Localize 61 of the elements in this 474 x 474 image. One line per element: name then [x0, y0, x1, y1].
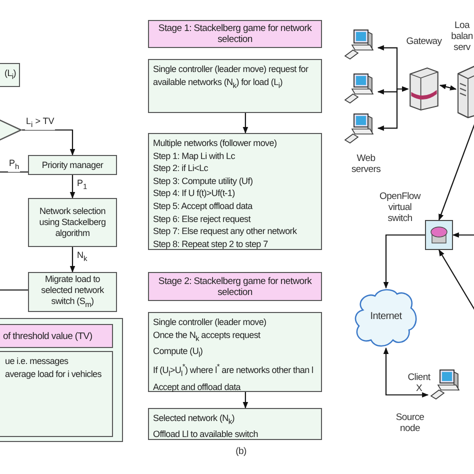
box-text: Selected network (N$_{k}$): [153, 412, 236, 428]
arrow: [70, 247, 76, 273]
box-text: average load for i vehicles: [5, 368, 102, 380]
arrow: [439, 84, 457, 90]
box-text: Step 4: If U f(t)>Uf(t-1): [153, 187, 236, 200]
panel-box: [0, 318, 123, 442]
box-text: If (U$_{l}$>U$_{l}$$^{*}$) where l$^{*}$ are networks other than l: [153, 361, 314, 380]
box-text: Migrate load to selected network switch (S$_{m}$): [40, 274, 105, 310]
box-text: Once the N$_{k}$ accepts request: [153, 328, 262, 344]
box-text: Compute (U$_{l}$): [153, 344, 204, 361]
box-text: Step 1: Map Li with Lc: [153, 150, 236, 162]
box-text: ue i.e. messages: [5, 355, 70, 368]
process-box: [148, 312, 322, 392]
process-box: [28, 155, 117, 175]
box-text: Stage 2: Stackelberg game for network selection: [157, 276, 313, 298]
node-label: Client X: [406, 372, 432, 394]
box-text: Multiple networks (follower move): [153, 137, 278, 150]
text-label: Web servers: [350, 153, 382, 175]
box-text: Stage 1: Stackelberg game for network selection: [157, 23, 313, 45]
node-label: Internet: [369, 312, 403, 322]
box-text: Step 8: Repeat step 2 to step 7: [153, 238, 269, 250]
arrow: [452, 232, 474, 238]
process-box: [28, 272, 117, 312]
edge-label: P$_{1}$: [76, 178, 88, 192]
box-text: Single controller (leader move): [153, 316, 268, 329]
box-text: Network selection using Stackelberg algorithm: [38, 206, 107, 239]
text-label: (b): [234, 446, 248, 457]
process-box: [148, 59, 322, 113]
arrow: [242, 392, 248, 409]
header-box: [0, 324, 113, 348]
edge-label: P$_{h}$: [8, 158, 20, 172]
box-text: Accept and offload data: [153, 380, 242, 394]
header-box: [148, 272, 322, 301]
header-box: [148, 20, 322, 48]
arrow: [383, 234, 425, 289]
box-text: (L$_{i}$): [4, 68, 16, 82]
arrow: [377, 86, 409, 131]
arrow: [22, 129, 76, 156]
node-caption: Source node: [394, 412, 426, 434]
box-text: Step 2: if Li<Lc: [153, 162, 209, 175]
node-label: OpenFlow virtual switch: [378, 191, 422, 224]
arrow: [438, 249, 474, 312]
edge-label: N$_{k}$: [76, 250, 88, 264]
process-box: [148, 408, 322, 440]
box-text: Priority manager: [42, 160, 104, 170]
edge-label: L$_{i}$ > TV: [25, 116, 56, 130]
arrow: [70, 175, 76, 199]
box-text: Step 3: Compute utility (Uf): [153, 174, 254, 188]
node-label: Gateway: [405, 36, 443, 47]
box-text: Step 7: Else request any other network: [153, 225, 298, 238]
arrow: [242, 113, 248, 134]
box-text: Step 5: Accept offload data: [153, 200, 254, 213]
box-text: Single controller (leader move) request for available networks (N$_{k}$) for load (L$_{i}$): [153, 63, 310, 92]
process-box: [148, 133, 322, 250]
node-label: Loa balan serv: [450, 20, 474, 53]
process-box: [28, 198, 117, 247]
arrow: [383, 347, 429, 398]
box-text: of threshold value (TV): [3, 330, 92, 342]
process-box: [0, 351, 113, 437]
box-text: Offload Ll to available switch: [153, 428, 259, 441]
box-text: Step 6: Else reject request: [153, 212, 252, 226]
